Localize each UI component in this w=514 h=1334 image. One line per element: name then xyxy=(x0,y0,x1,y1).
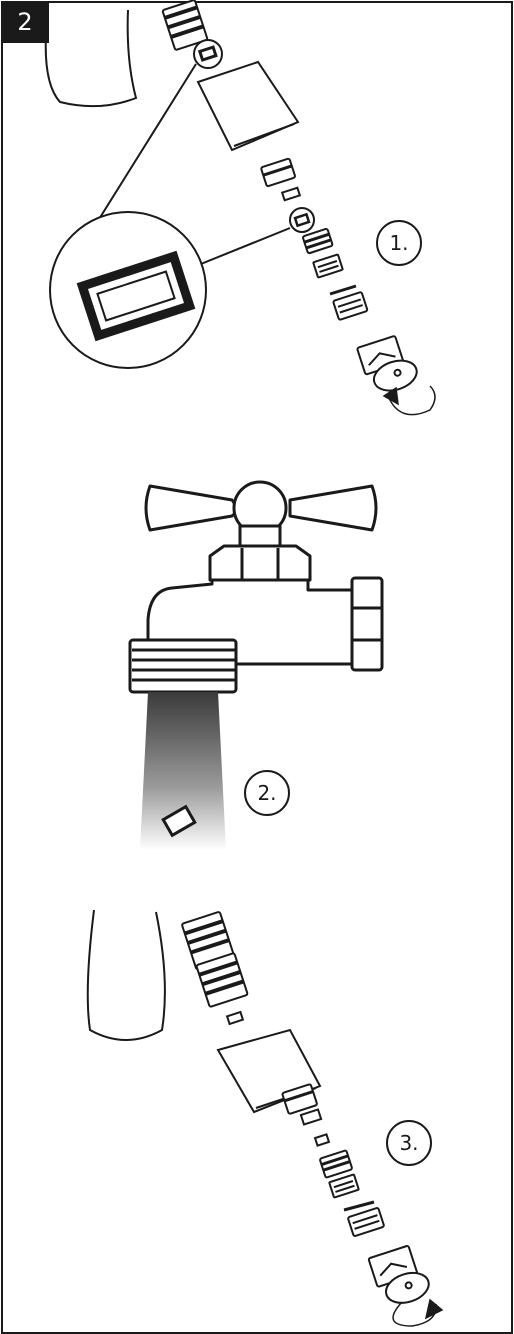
step-label-2: 2. xyxy=(244,770,290,816)
rotate-arrow-icon xyxy=(392,1298,444,1327)
magnifier-callout xyxy=(49,63,291,369)
filter-screen-icon xyxy=(76,250,196,342)
water-stream xyxy=(140,692,226,850)
step-label-3: 3. xyxy=(386,1120,432,1166)
aerator-assembly-icon xyxy=(161,0,418,392)
faucet-spout-icon xyxy=(86,909,166,1041)
outdoor-spigot-icon xyxy=(128,480,384,694)
faucet-spout-icon xyxy=(44,9,138,108)
page-number-tag: 2 xyxy=(1,1,49,43)
rotate-arrow-icon xyxy=(382,385,436,416)
step-label-1: 1. xyxy=(376,220,422,266)
filter-screen-icon xyxy=(161,804,197,838)
aerator-assembly-icon xyxy=(181,911,430,1304)
